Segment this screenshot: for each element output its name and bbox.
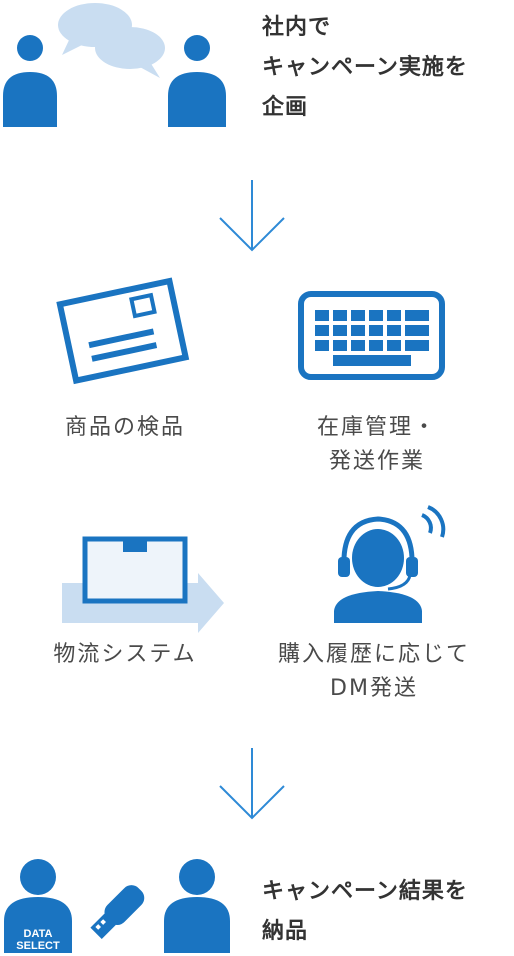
usb-drive-icon [90, 885, 145, 939]
task-label-line: 発送作業 [328, 449, 425, 474]
task-label-line: 購入履歴に応じて [277, 642, 470, 667]
down-arrow-icon [219, 748, 285, 820]
down-arrow-icon [219, 180, 285, 252]
step1-line: 企画 [262, 95, 309, 120]
data-select-person-icon: DATA SELECT [4, 859, 72, 953]
task-label-line: 在庫管理・ [316, 415, 437, 440]
step3-text: キャンペーン結果を 納品 [262, 872, 468, 952]
task-label-line: 物流システム [53, 642, 197, 667]
step1-illustration [3, 3, 226, 127]
box-shipping-icon [62, 536, 224, 633]
badge-data: DATA [24, 928, 53, 940]
step3-illustration: DATA SELECT [4, 859, 230, 953]
step3-line: 納品 [262, 919, 309, 944]
task-label-line: DM発送 [330, 676, 418, 701]
task-label-logistics: 物流システム [10, 638, 240, 672]
step1-text: 社内で キャンペーン実施を 企画 [262, 8, 468, 128]
task-label-dm: 購入履歴に応じて DM発送 [254, 638, 494, 706]
postcard-icon [56, 277, 190, 385]
step1-line: キャンペーン実施を [262, 55, 468, 80]
headset-operator-icon [334, 505, 446, 623]
person-icon [3, 35, 57, 127]
step3-line: キャンペーン結果を [262, 879, 468, 904]
badge-select: SELECT [16, 940, 60, 952]
task-label-line: 商品の検品 [64, 415, 185, 440]
keyboard-icon [298, 291, 445, 380]
step1-line: 社内で [262, 15, 332, 40]
speech-bubbles-icon [58, 3, 165, 78]
task-label-inspection: 商品の検品 [10, 411, 240, 445]
task-label-inventory: 在庫管理・ 発送作業 [262, 411, 492, 479]
person-icon [164, 859, 230, 953]
person-icon [168, 35, 226, 127]
